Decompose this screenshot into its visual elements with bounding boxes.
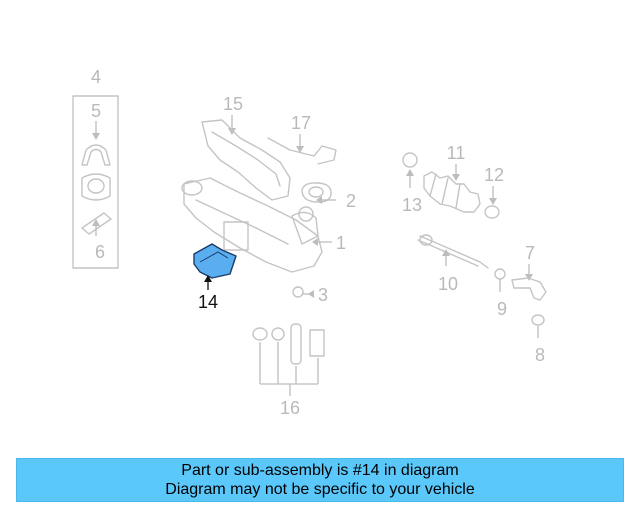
part-14-highlighted[interactable]: 14 xyxy=(193,243,237,312)
bushing-part xyxy=(81,173,111,201)
clamp-part-5 xyxy=(81,144,111,166)
callout-7: 7 xyxy=(525,243,535,263)
callout-14: 14 xyxy=(198,292,218,312)
callout-16: 16 xyxy=(280,398,300,418)
callout-13: 13 xyxy=(402,195,422,215)
part-info-banner: Part or sub-assembly is #14 in diagram D… xyxy=(16,458,624,502)
part-info-line: Part or sub-assembly is #14 in diagram xyxy=(181,462,459,479)
callout-10: 10 xyxy=(438,274,458,294)
plate-part-6 xyxy=(81,212,112,235)
part-15: 15 xyxy=(201,94,291,201)
callout-4: 4 xyxy=(91,67,101,87)
part-7-tie-rod-end: 7 xyxy=(511,243,547,301)
part-group-4: 4 5 6 xyxy=(72,67,119,269)
part-3: 3 xyxy=(292,285,328,305)
part-13: 13 xyxy=(402,152,422,215)
part-17: 17 xyxy=(267,113,337,165)
callout-11: 11 xyxy=(447,143,466,163)
part-9: 9 xyxy=(494,268,507,319)
diagram-disclaimer-line: Diagram may not be specific to your vehi… xyxy=(165,481,475,498)
callout-8: 8 xyxy=(535,345,545,365)
callout-9: 9 xyxy=(497,299,507,319)
callout-6: 6 xyxy=(95,242,105,262)
callout-5: 5 xyxy=(91,101,101,121)
part-1-steering-rack: 1 xyxy=(181,177,346,273)
part-2: 2 xyxy=(301,182,356,211)
part-8: 8 xyxy=(531,314,545,365)
callout-2: 2 xyxy=(346,191,356,211)
parts-diagram: 4 5 6 15 17 2 xyxy=(72,67,547,418)
callout-1: 1 xyxy=(336,233,346,253)
callout-3: 3 xyxy=(318,285,328,305)
part-11-boot: 11 xyxy=(423,143,481,213)
callout-17: 17 xyxy=(291,113,311,133)
part-10-tie-rod: 10 xyxy=(417,234,489,294)
callout-12: 12 xyxy=(484,165,504,185)
callout-15: 15 xyxy=(223,94,243,114)
part-16-kit: 16 xyxy=(252,323,325,418)
part-12: 12 xyxy=(484,165,504,219)
